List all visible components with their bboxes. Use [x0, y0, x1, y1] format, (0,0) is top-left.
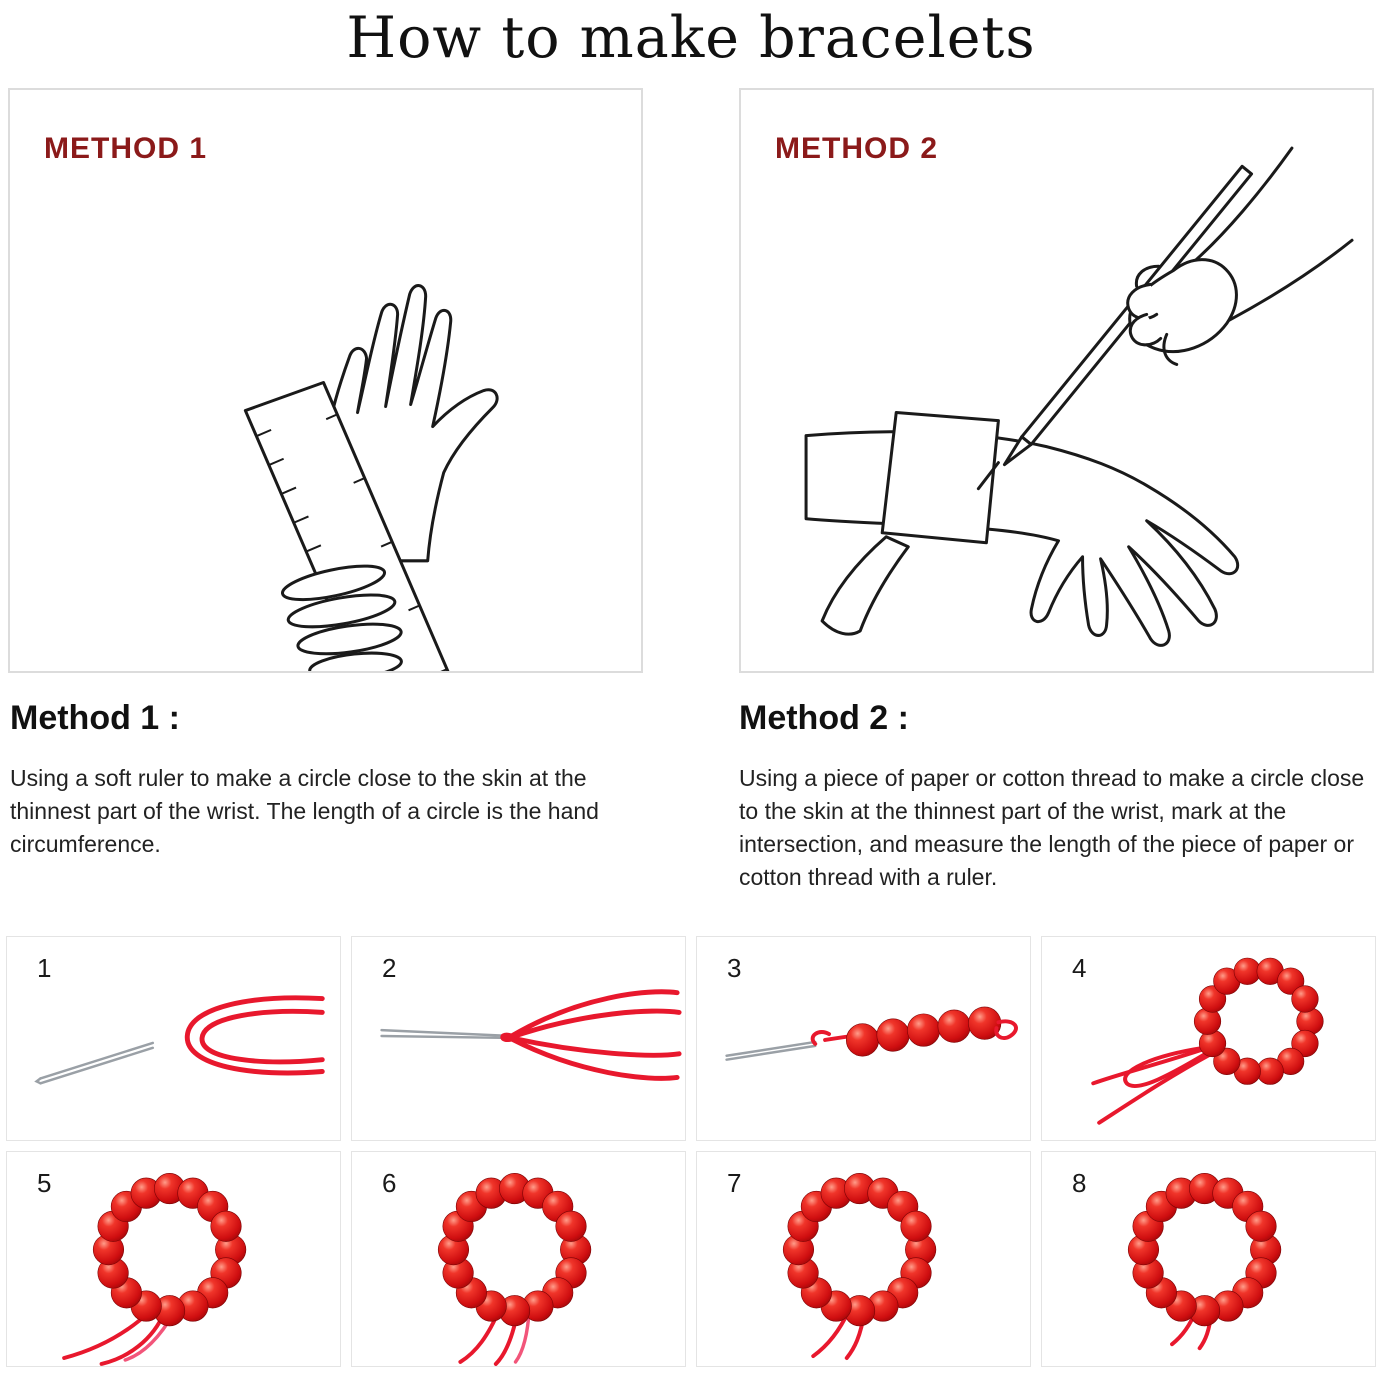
step-cell-8: 8 [1041, 1150, 1376, 1367]
paper-strip [880, 410, 1000, 544]
bracelet-with-cords-hanging-icon [437, 1172, 592, 1366]
step-6-number: 6 [382, 1167, 397, 1198]
bracelet-with-knot-icon [782, 1172, 937, 1360]
method-2-heading: Method 2 : [739, 698, 909, 737]
step-2-number: 2 [382, 952, 397, 983]
method-2-label: METHOD 2 [775, 131, 939, 165]
step-5-number: 5 [37, 1167, 52, 1198]
step-7-number: 7 [727, 1167, 742, 1198]
pen-grip-fingers [1126, 264, 1179, 366]
method-2-panel: METHOD 2 [739, 87, 1374, 673]
method-1-label: METHOD 1 [44, 131, 208, 165]
method-1-heading: Method 1 : [10, 698, 180, 737]
gripping-fingers [280, 564, 403, 671]
step-8-number: 8 [1072, 1167, 1087, 1198]
beads-strung-on-cord-icon [725, 1006, 1018, 1061]
step-cell-4: 4 [1041, 935, 1376, 1141]
method-2-description: Using a piece of paper or cotton thread … [739, 764, 1365, 890]
method-panels-row: METHOD 1 [0, 87, 1382, 673]
step-cell-2: 2 [351, 935, 686, 1141]
method-1-text-block: Method 1 : Using a soft ruler to make a … [10, 695, 643, 894]
bead-ring-with-cord-loop-icon [1091, 957, 1324, 1125]
mark-paper-strip-with-pen-icon [804, 146, 1354, 647]
step-cell-3: 3 [696, 935, 1031, 1141]
step-cell-5: 5 [6, 1150, 341, 1367]
page-title: How to make bracelets [346, 5, 1036, 71]
method-descriptions-row: Method 1 : Using a soft ruler to make a … [0, 695, 1382, 894]
step-cell-7: 7 [696, 1150, 1031, 1367]
step-1-number: 1 [37, 952, 52, 983]
method-1-description: Using a soft ruler to make a circle clos… [10, 764, 599, 857]
step-4-number: 4 [1072, 952, 1087, 983]
step-cell-6: 6 [351, 1150, 686, 1367]
assembly-steps-grid: 1 2 3 [0, 935, 1382, 1367]
pen-mark [976, 460, 1000, 490]
cord-threaded-through-needle-icon [380, 989, 682, 1081]
bracelet-with-cords-splayed-icon [62, 1172, 247, 1366]
finished-bracelet-icon [1127, 1172, 1282, 1351]
method-1-panel: METHOD 1 [8, 87, 643, 673]
step-3-number: 3 [727, 952, 742, 983]
measure-wrist-with-ruler-icon [243, 283, 499, 671]
step-cell-1: 1 [6, 935, 341, 1141]
needle-and-folded-red-cord-icon [34, 995, 325, 1085]
method-2-text-block: Method 2 : Using a piece of paper or cot… [739, 695, 1372, 894]
